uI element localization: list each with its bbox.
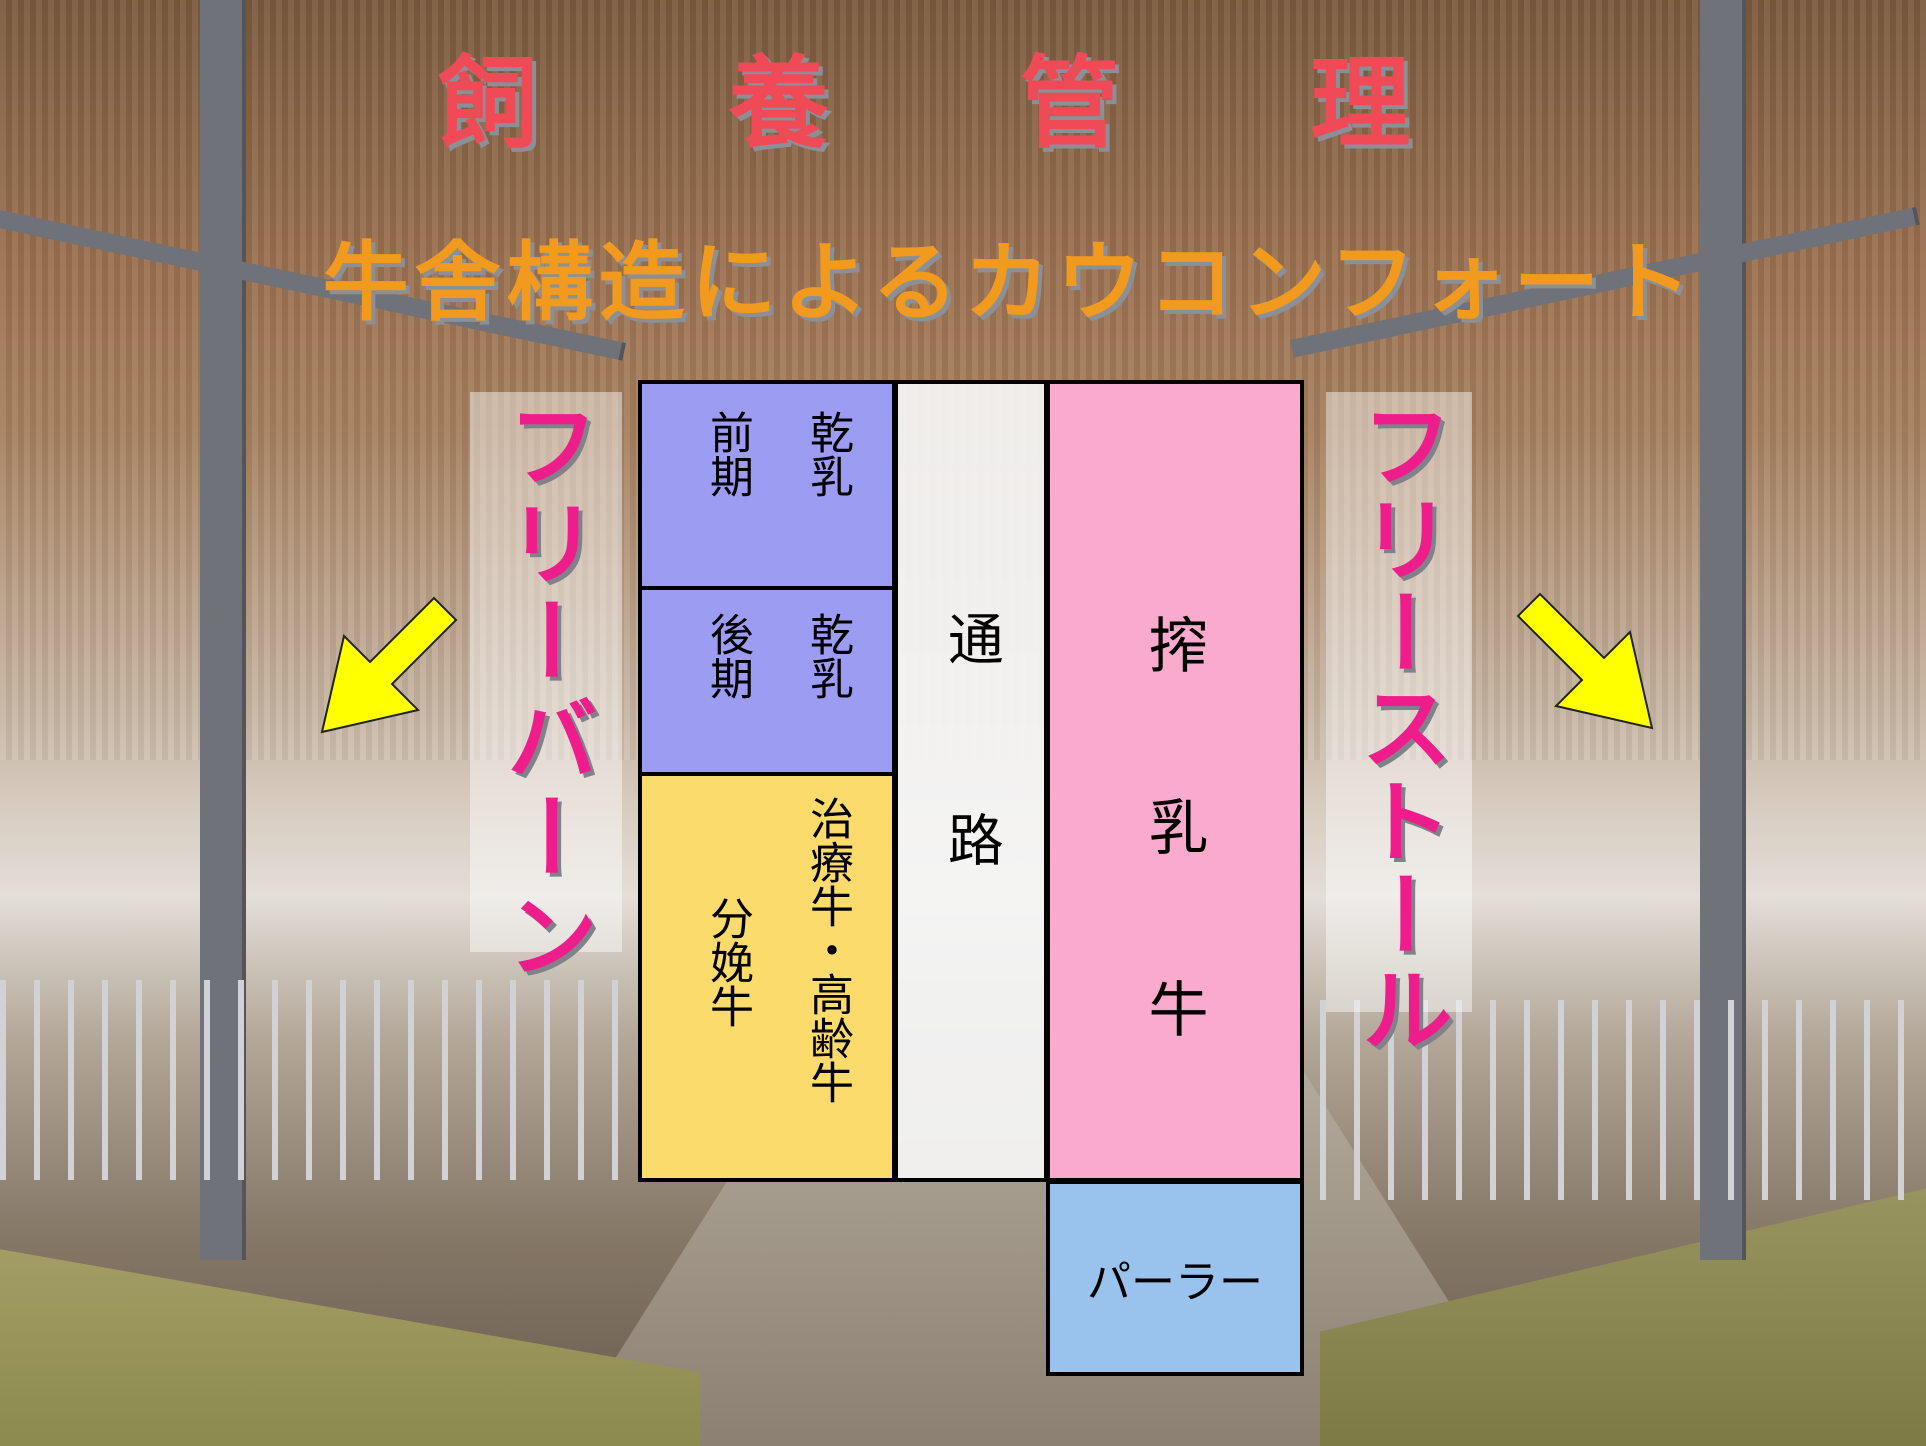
parlor-label: パーラー (1087, 1257, 1263, 1308)
arrow-right-down-icon (1516, 592, 1654, 730)
passage-label: 通 路 (938, 610, 1004, 907)
free-stall-label: フリーストール (1345, 398, 1452, 1056)
block-late-dry: 乾乳 後期 (638, 586, 896, 776)
late-dry-left: 後期 (702, 612, 753, 700)
left-banner-panel (470, 392, 622, 952)
free-barn-label: フリーバーン (491, 398, 598, 986)
treatment-label: 治療牛・高齢牛 (802, 796, 853, 1104)
late-dry-right: 乾乳 (802, 612, 853, 700)
page-subtitle: 牛舎構造によるカウコンフォート (322, 233, 1698, 333)
page-title: 飼 養 管 理 (437, 45, 1489, 162)
early-dry-left: 前期 (702, 410, 753, 498)
block-calving: 治療牛・高齢牛 分娩牛 (638, 772, 896, 1182)
arrow-left-down-icon (320, 596, 458, 734)
milking-cows-label: 搾 乳 牛 (1138, 614, 1208, 1064)
early-dry-right: 乾乳 (802, 410, 853, 498)
calving-label: 分娩牛 (702, 896, 753, 1028)
stanchion-left (0, 980, 620, 1180)
block-early-dry: 乾乳 前期 (638, 380, 896, 590)
block-passage: 通 路 (894, 380, 1048, 1182)
block-parlor: パーラー (1046, 1180, 1304, 1376)
right-banner-panel (1326, 392, 1472, 1012)
stanchion-right (1320, 1000, 1926, 1200)
block-milking-cows: 搾 乳 牛 (1046, 380, 1304, 1182)
